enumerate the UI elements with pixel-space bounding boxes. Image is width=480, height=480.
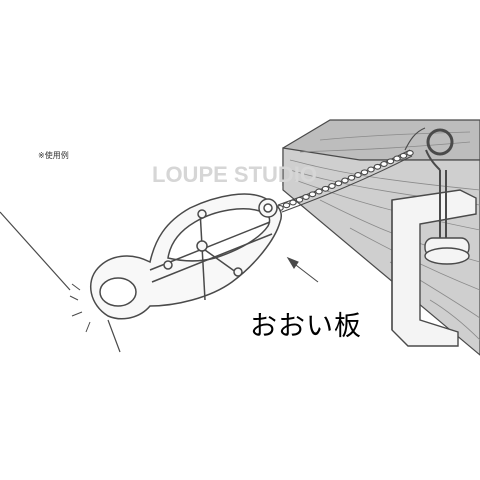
chain-bead [354, 172, 362, 178]
bead-chain [276, 127, 426, 213]
spark-marks [69, 283, 91, 333]
chain-bead [367, 166, 375, 173]
chain-bead [302, 194, 310, 200]
chain-bead [341, 177, 349, 184]
chain-bead [289, 199, 297, 206]
usage-example-note: ※使用例 [38, 151, 69, 160]
chain-bead [360, 169, 369, 176]
watermark-text: LOUPE STUDIO [152, 162, 317, 187]
surface-lines [0, 211, 121, 353]
chain-bead [282, 202, 291, 209]
chain-bead [399, 152, 408, 159]
chain-bead [386, 158, 395, 165]
c-clamp [391, 128, 477, 347]
chain-bead [315, 188, 323, 195]
chain-bead [328, 183, 336, 189]
chain-bead [321, 185, 330, 192]
cover-board-label: おおい板 [250, 311, 362, 342]
chain-bead [334, 180, 343, 187]
chain-bead [393, 155, 401, 162]
chain-bead [380, 161, 388, 167]
chain-bead [347, 174, 356, 181]
chain-bead [373, 163, 382, 170]
chain-bead [406, 150, 414, 156]
leader-arrow [286, 256, 319, 283]
spring-clip [89, 193, 282, 320]
chain-bead [295, 196, 304, 203]
chain-bead [308, 191, 317, 198]
